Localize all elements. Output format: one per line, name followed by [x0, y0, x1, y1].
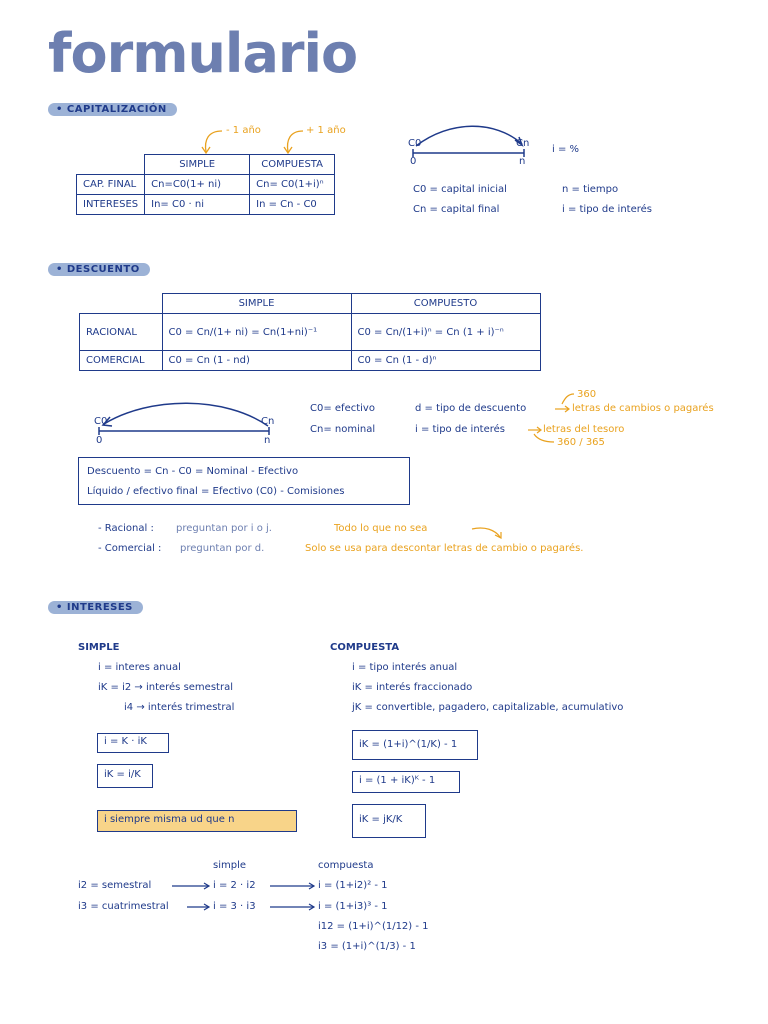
def-n: n = tiempo	[562, 184, 619, 195]
comp-line3: jK = convertible, pagadero, capitalizabl…	[352, 702, 624, 713]
descuento-table: SIMPLE COMPUESTO RACIONAL C0 = Cn/(1+ ni…	[79, 293, 541, 371]
cell-intereses-compuesta: In = Cn - C0	[249, 194, 336, 215]
conv-row1-label: i2 = semestral	[78, 880, 152, 891]
comp-line2: iK = interés fraccionado	[352, 682, 473, 693]
row-cap-final: CAP. FINAL	[75, 174, 146, 195]
comercial-text: preguntan por d.	[180, 543, 265, 554]
note-letras-tesoro: letras del tesoro	[543, 424, 625, 435]
conv-row4-comp: i3 = (1+i)^(1/3) - 1	[318, 941, 416, 952]
capitalizacion-table: SIMPLE COMPUESTA CAP. FINAL Cn=C0(1+ ni)…	[75, 154, 336, 215]
diag-c0-label: C0	[408, 138, 422, 149]
def-c0: C0 = capital inicial	[413, 184, 507, 195]
simple-warning-text: i siempre misma ud que n	[104, 814, 235, 825]
cell-comercial-simple: C0 = Cn (1 - nd)	[161, 350, 352, 371]
simple-line2: iK = i2 → interés semestral	[98, 682, 233, 693]
section-header-intereses: • INTERESES	[48, 601, 143, 614]
comp-formula-box2-text: i = (1 + iK)ᴷ - 1	[359, 775, 436, 786]
comp-formula-box1: iK = (1+i)^(1/K) - 1	[352, 730, 478, 760]
def-i: i = tipo de interés	[562, 204, 652, 215]
simple-line3: i4 → interés trimestral	[124, 702, 235, 713]
comp-formula-box3: iK = jK/K	[352, 804, 426, 838]
note-simple: - 1 año	[226, 125, 261, 136]
comp-formula-box1-text: iK = (1+i)^(1/K) - 1	[359, 739, 458, 750]
simple-formula-box1: i = K · iK	[97, 733, 169, 753]
racional-note: Todo lo que no sea	[334, 523, 428, 534]
def-c0-desc: C0= efectivo	[310, 403, 375, 414]
comercial-note: Solo se usa para descontar letras de cam…	[305, 543, 584, 554]
racional-label: - Racional :	[98, 523, 154, 534]
row-intereses: INTERESES	[75, 194, 146, 215]
diag-0-label: 0	[410, 156, 417, 167]
descuento-box-line1: Descuento = Cn - C0 = Nominal - Efectivo	[87, 466, 299, 477]
def-cn-desc: Cn= nominal	[310, 424, 376, 435]
conv-col-simple: simple	[213, 860, 247, 871]
cell-comercial-compuesto: C0 = Cn (1 - d)ⁿ	[350, 350, 541, 371]
conv-row2-simple: i = 3 · i3	[213, 901, 256, 912]
diag-n-label: n	[519, 156, 526, 167]
diag-0-desc: 0	[96, 435, 103, 446]
comercial-label: - Comercial :	[98, 543, 162, 554]
comp-formula-box2: i = (1 + iK)ᴷ - 1	[352, 771, 460, 793]
intereses-simple-title: SIMPLE	[78, 642, 120, 653]
cell-racional-compuesto: C0 = Cn/(1+i)ⁿ = Cn (1 + i)⁻ⁿ	[350, 313, 541, 351]
page-title: formulario	[48, 22, 358, 85]
note-letras-cambio: letras de cambios o pagarés	[572, 403, 714, 414]
simple-warning-box: i siempre misma ud que n	[97, 810, 297, 832]
i-percent: i = %	[552, 144, 580, 155]
row-comercial: COMERCIAL	[79, 350, 163, 371]
simple-formula-box1-text: i = K · iK	[104, 736, 147, 747]
note-360: 360	[577, 389, 597, 400]
conv-row1-comp: i = (1+i2)² - 1	[318, 880, 388, 891]
diag-cn-desc: Cn	[261, 416, 275, 427]
cell-racional-simple: C0 = Cn/(1+ ni) = Cn(1+ni)⁻¹	[161, 313, 352, 351]
diag-c0-desc: C0	[94, 416, 108, 427]
conv-row2-comp: i = (1+i3)³ - 1	[318, 901, 388, 912]
def-d-desc: d = tipo de descuento	[415, 403, 527, 414]
def-cn: Cn = capital final	[413, 204, 500, 215]
descuento-box-line2: Líquido / efectivo final = Efectivo (C0)…	[87, 486, 345, 497]
comp-line1: i = tipo interés anual	[352, 662, 458, 673]
def-i-desc: i = tipo de interés	[415, 424, 505, 435]
note-compuesta: + 1 año	[306, 125, 346, 136]
conv-col-compuesta: compuesta	[318, 860, 374, 871]
simple-formula-box2-text: iK = i/K	[104, 769, 141, 780]
simple-line1: i = interes anual	[98, 662, 181, 673]
conv-row2-label: i3 = cuatrimestral	[78, 901, 169, 912]
comp-formula-box3-text: iK = jK/K	[359, 814, 403, 825]
note-360-365: 360 / 365	[557, 437, 605, 448]
conv-row1-simple: i = 2 · i2	[213, 880, 256, 891]
intereses-compuesta-title: COMPUESTA	[330, 642, 400, 653]
racional-text: preguntan por i o j.	[176, 523, 272, 534]
conv-row3-comp: i12 = (1+i)^(1/12) - 1	[318, 921, 429, 932]
simple-formula-box2: iK = i/K	[97, 764, 153, 788]
diag-n-desc: n	[264, 435, 271, 446]
descuento-formula-box: Descuento = Cn - C0 = Nominal - Efectivo…	[78, 457, 410, 505]
section-header-descuento: • DESCUENTO	[48, 263, 150, 276]
diag-cn-label: Cn	[516, 138, 530, 149]
section-header-capitalizacion: • CAPITALIZACIÓN	[48, 103, 177, 116]
